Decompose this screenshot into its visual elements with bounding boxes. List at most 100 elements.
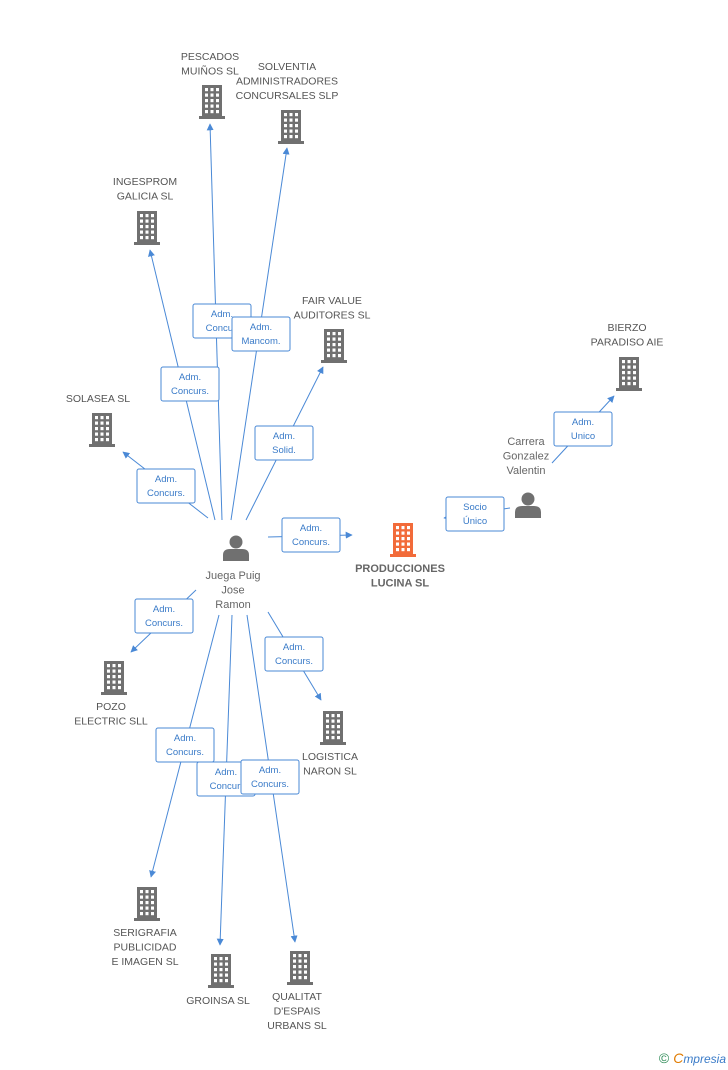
edge-labels-layer: Adm.Concur.Adm.Mancom.Adm.Concurs.Adm.So… xyxy=(134,303,613,797)
brand-footer: ©Cmpresia xyxy=(659,1050,726,1066)
person-icon[interactable] xyxy=(515,492,541,519)
edge-label-line: Concur. xyxy=(206,323,239,334)
edge-label-box xyxy=(231,316,291,352)
person-icon[interactable] xyxy=(223,535,249,562)
node-ingesprom[interactable]: INGESPROM GALICIA SL xyxy=(113,176,177,245)
building-icon[interactable] xyxy=(287,951,313,985)
building-icon[interactable] xyxy=(134,887,160,921)
main-company-building-icon[interactable] xyxy=(390,523,416,557)
node-label-line: Valentin xyxy=(507,465,546,477)
node-label-line: URBANS SL xyxy=(267,1020,327,1032)
edge-label-line: Adm. xyxy=(283,642,305,653)
edge-label-line: Concurs. xyxy=(251,779,289,790)
node-serigrafia[interactable]: SERIGRAFIA PUBLICIDAD E IMAGEN SL xyxy=(111,887,179,968)
building-icon[interactable] xyxy=(320,711,346,745)
node-label-line: GALICIA SL xyxy=(117,191,174,203)
building-icon[interactable] xyxy=(321,329,347,363)
edge-label-juega-pozo[interactable]: Adm. Concurs. xyxy=(134,598,194,634)
edge-label-box xyxy=(134,598,194,634)
node-qualitat[interactable]: QUALITAT D'ESPAIS URBANS SL xyxy=(267,951,327,1032)
node-logistica[interactable]: LOGISTICA NARON SL xyxy=(302,711,358,778)
edge-label-line: Mancom. xyxy=(241,336,280,347)
node-pescados[interactable]: PESCADOS MUIÑOS SL xyxy=(181,51,239,119)
building-icon[interactable] xyxy=(616,357,642,391)
edge-label-line: Adm. xyxy=(179,372,201,383)
node-label-line: Ramon xyxy=(215,599,250,611)
node-label-line: POZO xyxy=(96,701,126,713)
node-solasea[interactable]: SOLASEA SL xyxy=(66,393,130,447)
node-label-line: PESCADOS xyxy=(181,51,239,63)
edge-label-line: Adm. xyxy=(155,474,177,485)
edge-label-line: Adm. xyxy=(572,417,594,428)
edge-label-juega-solasea[interactable]: Adm. Concurs. xyxy=(136,468,196,504)
node-label-line: LUCINA SL xyxy=(371,578,430,590)
edge-label-line: Concurs. xyxy=(147,488,185,499)
edge-label-box xyxy=(160,366,220,402)
edge-label-box xyxy=(254,425,314,461)
brand-name: mpresia xyxy=(683,1052,726,1066)
edge-label-line: Adm. xyxy=(259,765,281,776)
building-icon[interactable] xyxy=(199,85,225,119)
edge-label-line: Adm. xyxy=(250,322,272,333)
edge-label-box xyxy=(155,727,215,763)
building-icon[interactable] xyxy=(101,661,127,695)
edge-label-line: Adm. xyxy=(174,733,196,744)
node-label-line: QUALITAT xyxy=(272,991,322,1003)
node-label-line: ADMINISTRADORES xyxy=(236,76,338,88)
edge-label-box xyxy=(264,636,324,672)
node-label-line: SOLVENTIA xyxy=(258,61,316,73)
node-label-line: PUBLICIDAD xyxy=(113,942,176,954)
edge-label-line: Concur. xyxy=(210,781,243,792)
node-label-line: BIERZO xyxy=(607,322,646,334)
node-label-line: GROINSA SL xyxy=(186,995,250,1007)
node-groinsa[interactable]: GROINSA SL xyxy=(186,954,250,1007)
node-label-line: MUIÑOS SL xyxy=(181,65,239,78)
edge-label-box xyxy=(240,759,300,795)
edge-label-juega-solventia[interactable]: Adm. Mancom. xyxy=(231,316,291,352)
edge-label-line: Adm. xyxy=(153,604,175,615)
edge-label-line: Adm. xyxy=(215,767,237,778)
building-icon[interactable] xyxy=(89,413,115,447)
edges-layer xyxy=(122,123,615,946)
nodes-layer: PESCADOS MUIÑOS SL SOLVENTIA ADMINISTRADORE… xyxy=(66,51,663,1032)
building-icon[interactable] xyxy=(278,110,304,144)
node-label-line: SERIGRAFIA xyxy=(113,927,177,939)
building-icon[interactable] xyxy=(134,211,160,245)
node-label-line: PARADISO AIE xyxy=(591,337,664,349)
node-label-line: Juega Puig xyxy=(205,570,260,582)
edge-label-line: Adm. xyxy=(300,523,322,534)
node-label-line: Carrera xyxy=(507,436,545,448)
node-label-line: D'ESPAIS xyxy=(274,1006,321,1018)
edge-label-line: Unico xyxy=(571,431,595,442)
node-label-line: PRODUCCIONES xyxy=(355,563,445,575)
edge-label-line: Adm. xyxy=(211,309,233,320)
edge-label-line: Concurs. xyxy=(275,656,313,667)
node-bierzo[interactable]: BIERZO PARADISO AIE xyxy=(591,322,664,391)
edge-label-juega-fairvalue[interactable]: Adm.Solid. xyxy=(254,425,314,461)
node-produc[interactable]: PRODUCCIONES LUCINA SL xyxy=(355,523,445,590)
edge-label-juega-logistica[interactable]: Adm. Concurs. xyxy=(264,636,324,672)
node-label-line: NARON SL xyxy=(303,766,357,778)
edge-label-juega-qualitat[interactable]: Adm. Concurs. xyxy=(240,759,300,795)
edge-label-line: Solid. xyxy=(272,445,296,456)
edge-label-box xyxy=(553,411,613,447)
node-label-line: E IMAGEN SL xyxy=(111,956,178,968)
node-label-line: INGESPROM xyxy=(113,176,177,188)
node-label-line: LOGISTICA xyxy=(302,751,358,763)
building-icon[interactable] xyxy=(208,954,234,988)
edge-label-juega-ingesprom[interactable]: Adm. Concurs. xyxy=(160,366,220,402)
edge-label-line: Concurs. xyxy=(171,386,209,397)
edge-label-line: Concurs. xyxy=(145,618,183,629)
edge-label-juega-serigrafia[interactable]: Adm.Concurs. xyxy=(155,727,215,763)
edge-label-carrera-bierzo[interactable]: Adm. Unico xyxy=(553,411,613,447)
node-label-line: Jose xyxy=(221,585,244,597)
edge-label-juega-produc[interactable]: Adm.Concurs. xyxy=(281,517,341,553)
brand-initial: C xyxy=(673,1050,684,1066)
node-label-line: Gonzalez xyxy=(503,451,549,463)
